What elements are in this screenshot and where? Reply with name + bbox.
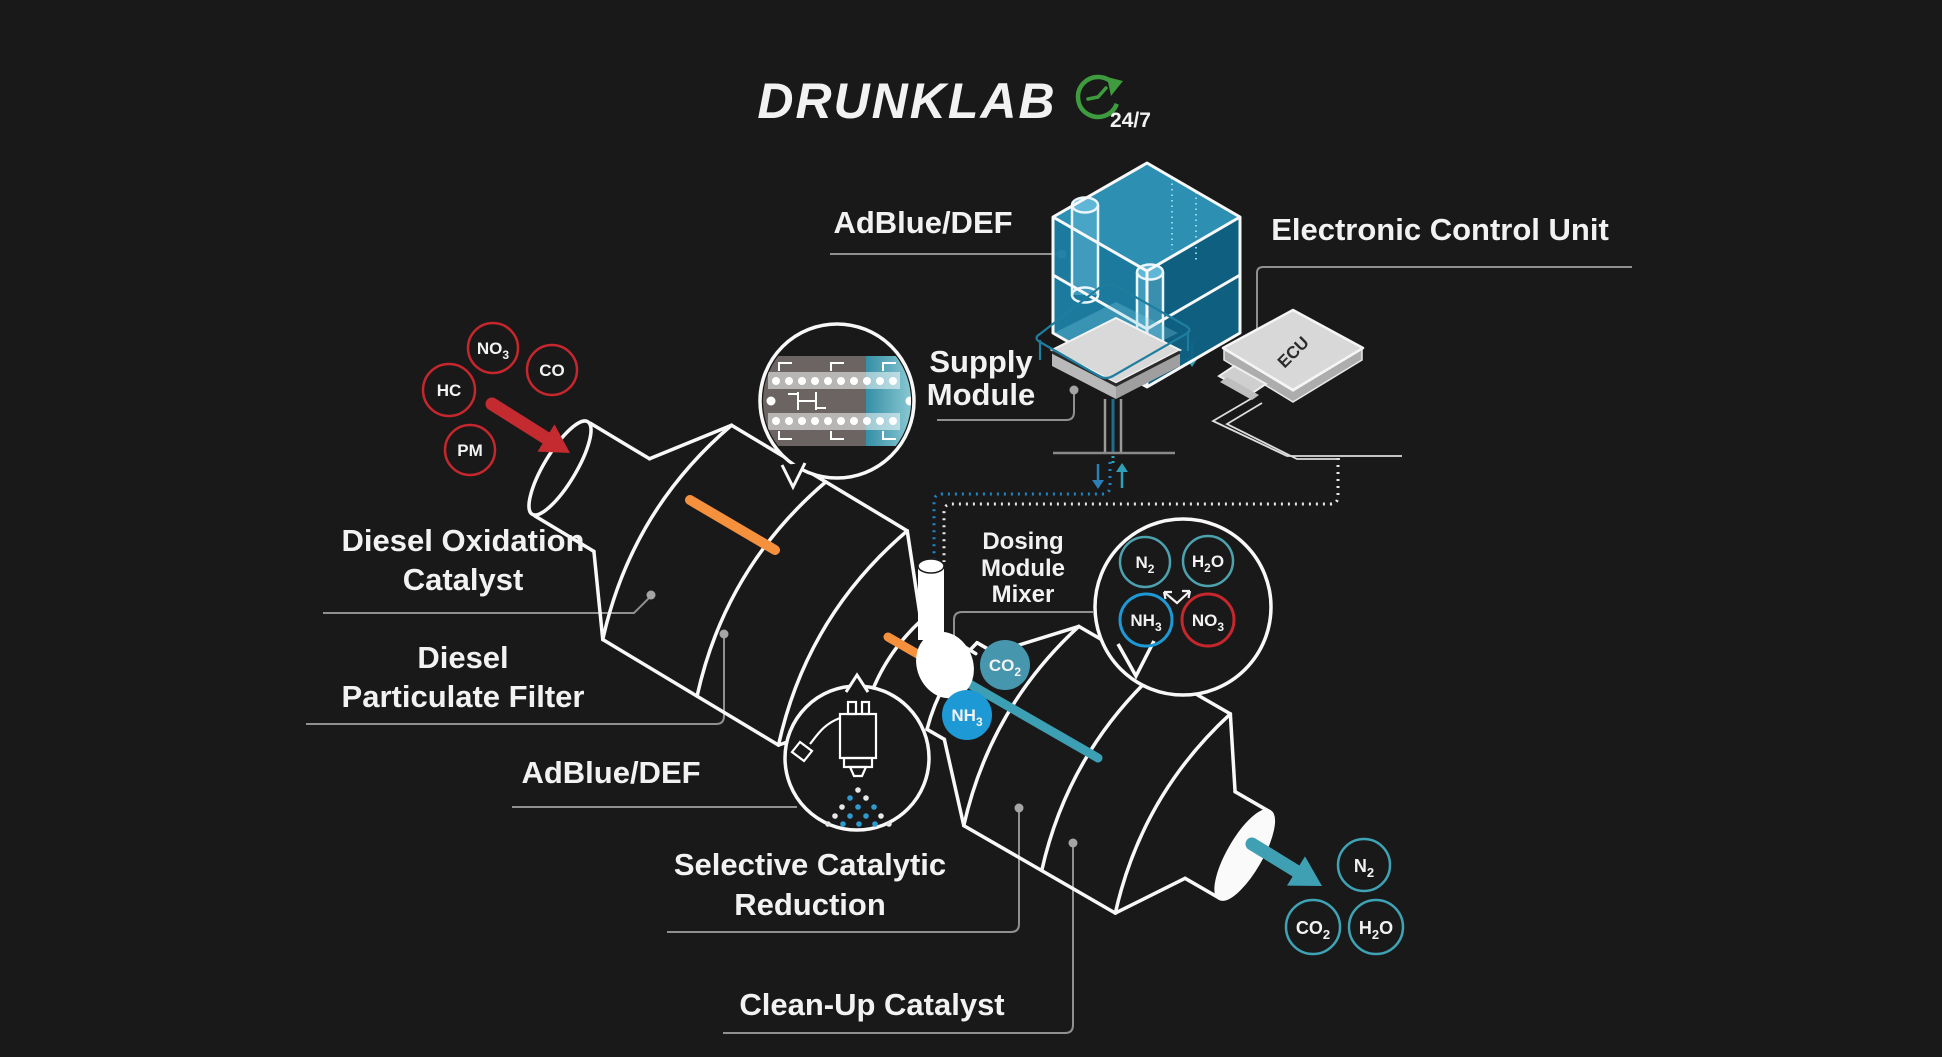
inlet-hc: HC xyxy=(437,381,462,400)
inlet-no3: NO3 xyxy=(477,339,510,362)
supply-module-pipes xyxy=(1053,399,1175,463)
cluster-n2: N2 xyxy=(1136,553,1155,576)
label-ecu: Electronic Control Unit xyxy=(1271,212,1609,247)
label-adblue-injector: AdBlue/DEF xyxy=(521,755,700,790)
reaction-cluster: N2 H2O NH3 NO3 xyxy=(1093,517,1273,697)
flow-down-arrow-blue xyxy=(1092,464,1104,489)
channel-dots xyxy=(766,377,911,425)
inset-injector-spray xyxy=(783,672,931,832)
inlet-co: CO xyxy=(539,361,565,380)
inlet-pollutants: NO3 CO HC PM xyxy=(421,321,579,477)
dosing-module-injector xyxy=(916,558,974,699)
clock-24-7-icon xyxy=(1075,74,1123,120)
tank-edges xyxy=(1051,161,1242,389)
cluster-no3: NO3 xyxy=(1192,611,1225,634)
label-doc-2: Catalyst xyxy=(403,562,524,597)
leader-supply-module xyxy=(937,393,1075,421)
cluster-pointer xyxy=(1116,640,1156,680)
label-dpf-1: Diesel xyxy=(417,640,508,675)
leader-cleanup xyxy=(723,846,1074,1034)
spray-dots xyxy=(825,787,892,827)
leader-scr xyxy=(667,811,1020,933)
leader-dpf xyxy=(306,637,725,725)
label-scr-1: Selective Catalytic xyxy=(674,847,946,882)
label-dosing-2: Module xyxy=(981,555,1065,582)
flow-bubbles: CO2 NH3 xyxy=(942,640,1030,740)
exhaust-out-arrow xyxy=(1245,837,1322,886)
ecu-signal-dotted-line xyxy=(942,458,1340,562)
bubble-co2: CO2 xyxy=(989,656,1022,679)
ecu-wires xyxy=(1211,396,1402,460)
hot-gas-stripe-doc xyxy=(685,495,780,555)
injector-drawing xyxy=(790,700,878,778)
inset-dpf-channels xyxy=(758,322,916,491)
pump-wireframe xyxy=(1035,282,1191,380)
reaction-arrow-icon xyxy=(1162,589,1192,605)
label-scr-2: Reduction xyxy=(734,887,886,922)
cluster-h2o: H2O xyxy=(1192,552,1224,575)
outlet-co2: CO2 xyxy=(1296,918,1330,942)
leader-dosing xyxy=(953,611,1093,644)
labels: AdBlue/DEF Electronic Control Unit Suppl… xyxy=(342,205,1609,1022)
cluster-nh3: NH3 xyxy=(1130,611,1162,634)
label-dosing-3: Mixer xyxy=(992,581,1055,608)
label-cleanup: Clean-Up Catalyst xyxy=(739,987,1004,1022)
exhaust-in-arrow xyxy=(485,397,570,453)
ecu-chip: ECU xyxy=(1211,308,1402,460)
outlet-n2: N2 xyxy=(1354,856,1374,880)
inset2-pointer xyxy=(844,672,870,693)
outlet-gases: N2 CO2 H2O xyxy=(1245,837,1405,956)
supply-module xyxy=(1035,282,1191,399)
outlet-h2o: H2O xyxy=(1359,918,1393,942)
leader-doc xyxy=(323,597,650,614)
label-doc-1: Diesel Oxidation xyxy=(342,523,585,558)
flow-up-arrow-teal xyxy=(1116,463,1128,488)
tank-suction-dotted-lines xyxy=(1171,178,1197,262)
treated-gas-stripe xyxy=(942,666,1103,763)
leader-ecu xyxy=(1256,266,1632,344)
leader-lines xyxy=(306,253,1632,1034)
inset1-pointer xyxy=(780,462,807,491)
inlet-pm: PM xyxy=(457,441,483,460)
label-supply-2: Module xyxy=(927,377,1036,412)
label-dosing-1: Dosing xyxy=(982,528,1063,555)
badge-24-7: 24/7 xyxy=(1110,109,1151,132)
label-supply-1: Supply xyxy=(929,344,1033,379)
label-adblue-tank: AdBlue/DEF xyxy=(833,205,1012,240)
label-dpf-2: Particulate Filter xyxy=(342,679,585,714)
tailpipe-outlet-cap xyxy=(1214,809,1276,901)
channel-plugs xyxy=(778,362,896,440)
logo: DRUNKLAB 24/7 xyxy=(757,73,1151,132)
bubble-nh3: NH3 xyxy=(951,706,983,729)
brand-wordmark: DRUNKLAB xyxy=(757,73,1056,129)
